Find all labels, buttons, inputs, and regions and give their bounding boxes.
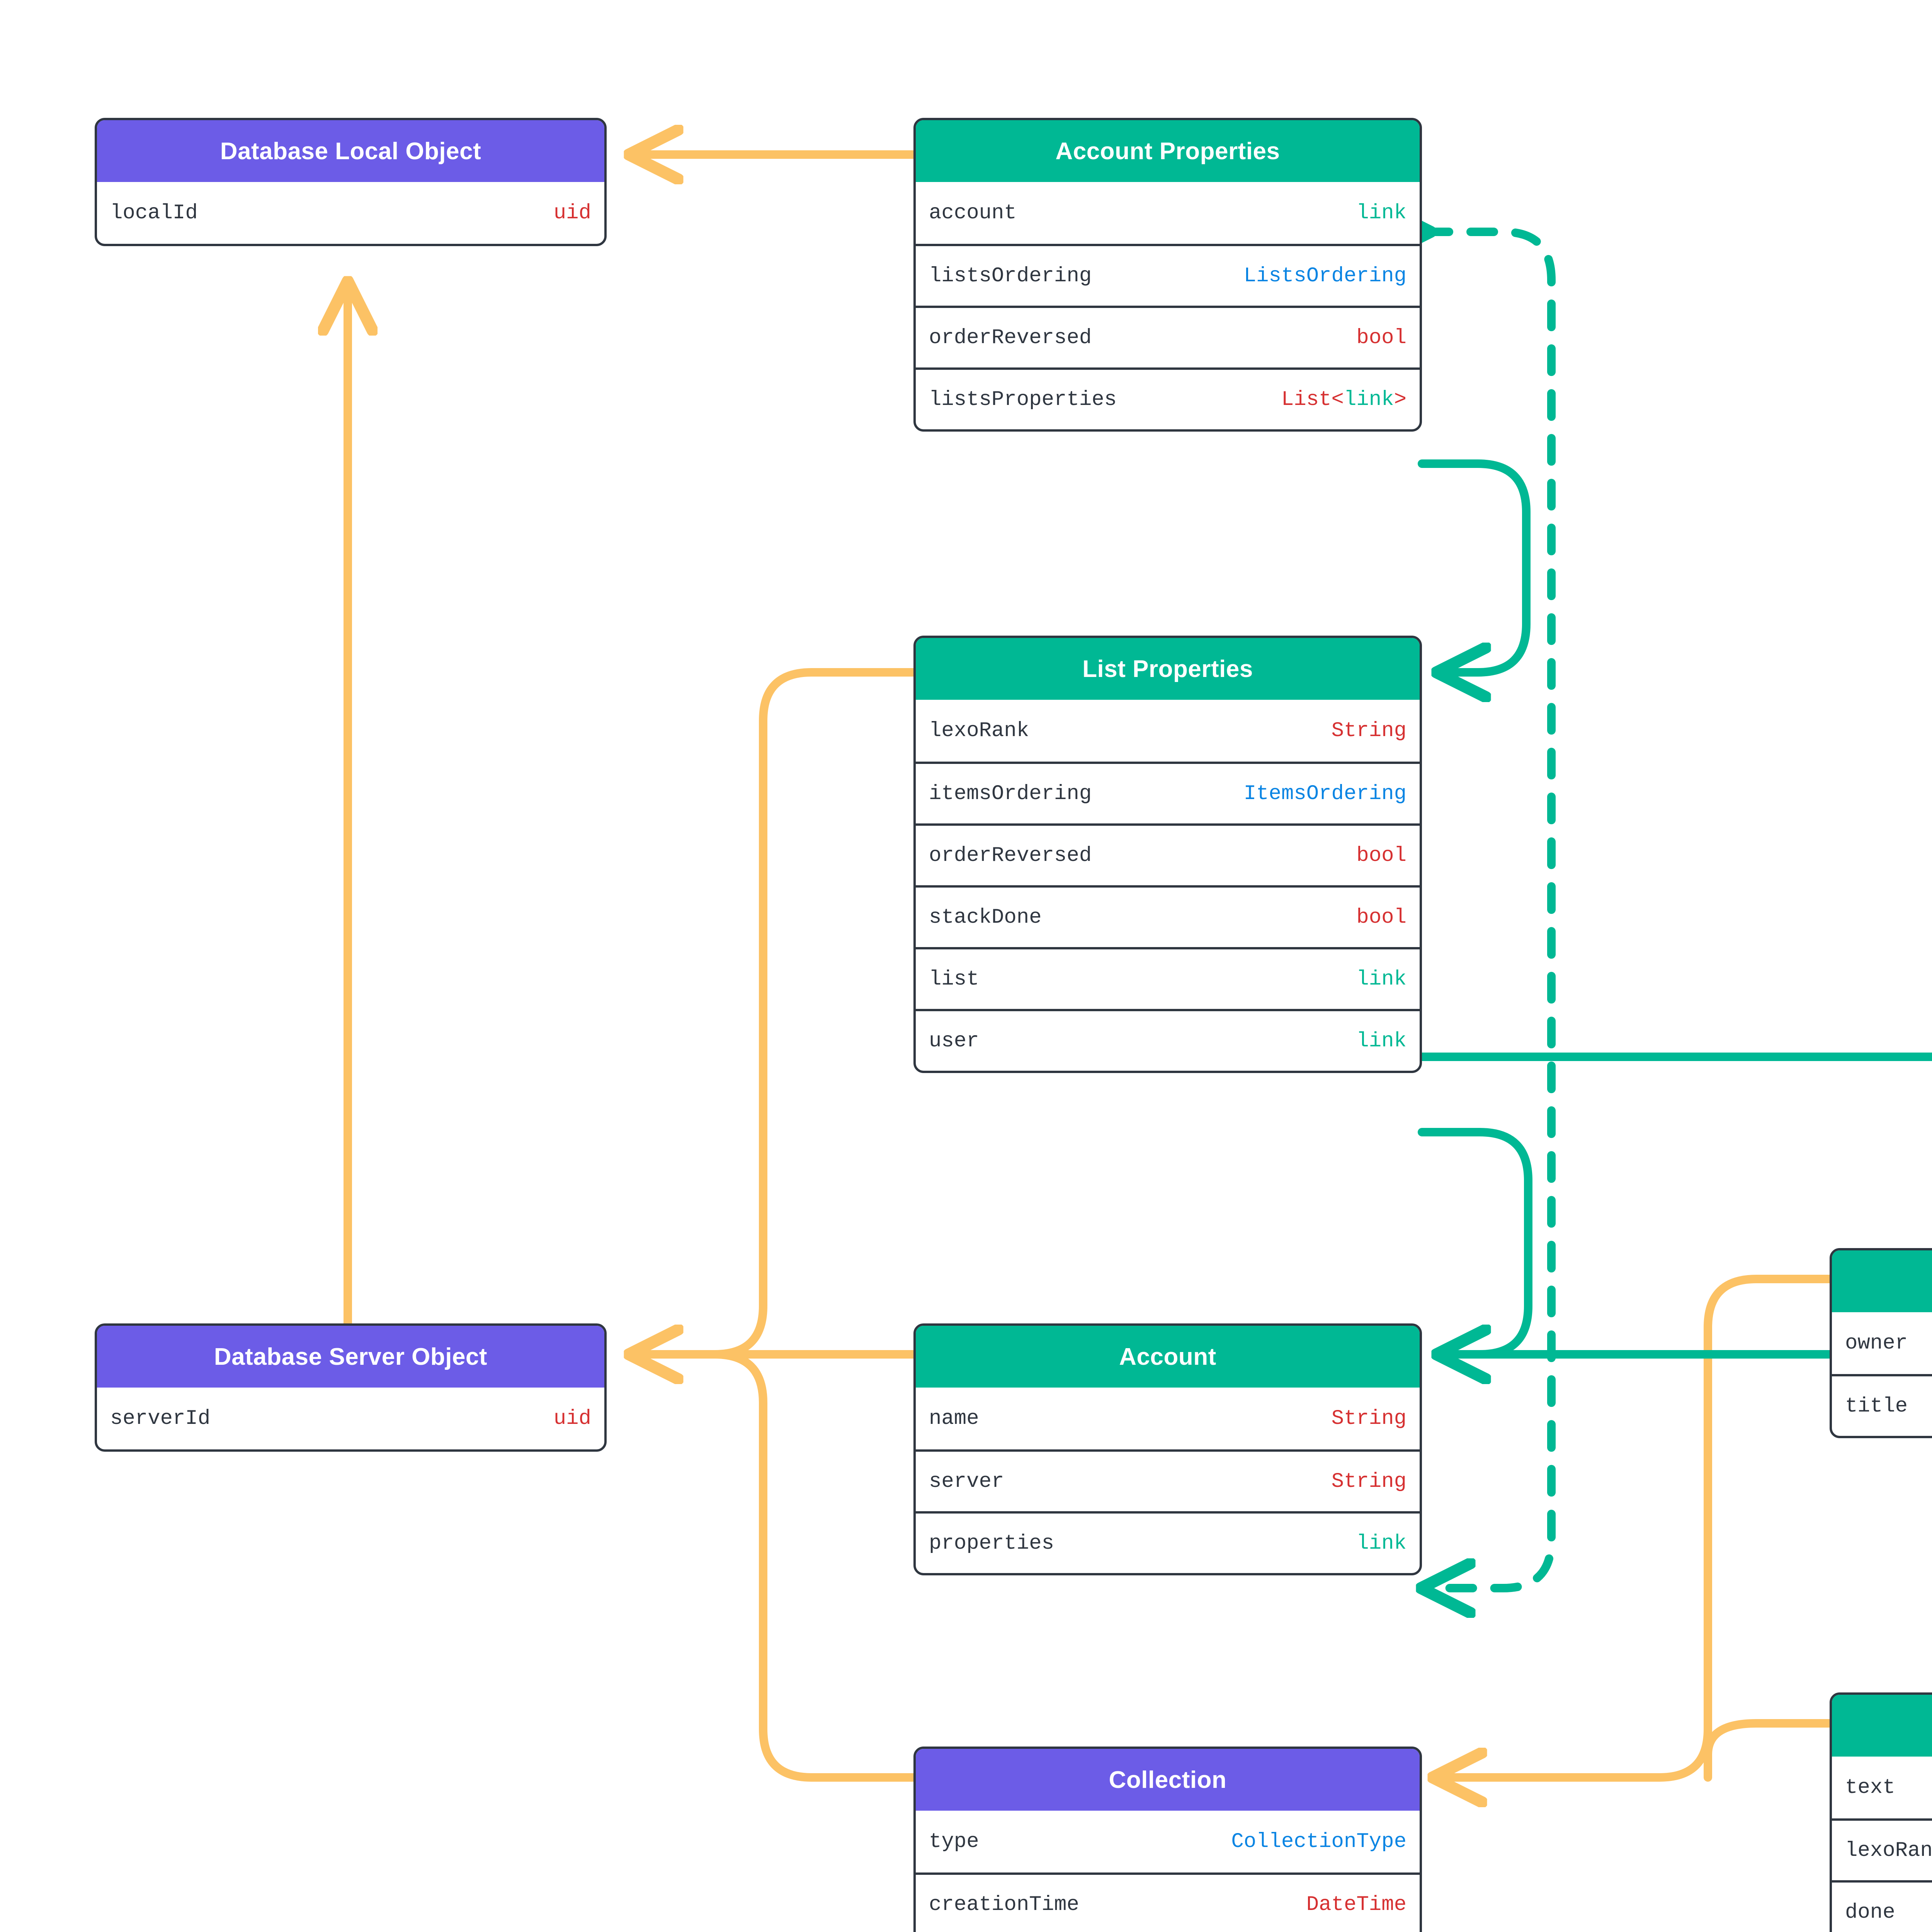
field-type: bool [1356,905,1406,929]
class-fields: lexoRank String itemsOrdering ItemsOrder… [916,700,1420,1071]
field-row: orderReversed bool [916,823,1420,885]
class-fields: localId uid [97,182,604,244]
field-name: lexoRank [1845,1838,1932,1862]
field-name: owner [1845,1331,1908,1355]
field-name: list [929,967,979,991]
field-row: properties link [916,1511,1420,1573]
field-name: account [929,201,1017,225]
field-type: link [1356,1029,1406,1053]
extends-list-properties-to-database-server-object [634,668,918,1354]
field-type: ListsOrdering [1243,264,1406,288]
class-box-database-server-object[interactable]: Database Server Object serverId uid [95,1323,607,1452]
generic-inner: link [1344,388,1394,412]
field-type: DateTime [1306,1893,1406,1917]
field-row: server String [916,1449,1420,1511]
field-row: owner link [1832,1312,1932,1374]
field-name: user [929,1029,979,1053]
class-fields: owner link title String [1832,1312,1932,1436]
field-row: list link [916,947,1420,1009]
field-name: orderReversed [929,326,1092,350]
class-title: Database Server Object [97,1326,604,1388]
class-title: Collection [916,1749,1420,1811]
field-type: String [1331,1406,1406,1430]
class-title: Database Local Object [97,120,604,182]
references-list-properties-user-to-account [1418,1128,1532,1354]
field-type: bool [1356,844,1406,867]
field-row: text String [1832,1757,1932,1818]
field-row: listsOrdering ListsOrdering [916,244,1420,306]
field-row: done bool [1832,1880,1932,1932]
field-type: String [1331,719,1406,743]
field-name: serverId [110,1406,211,1430]
generic-close: > [1394,388,1406,412]
class-title: Item [1832,1695,1932,1757]
class-box-account-properties[interactable]: Account Properties account link listsOrd… [913,118,1422,432]
field-row: type CollectionType [916,1811,1420,1872]
field-row: stackDone bool [916,885,1420,947]
field-row: orderReversed bool [916,306,1420,367]
class-fields: text String lexoRank String done bool do… [1832,1757,1932,1932]
field-type: bool [1356,326,1406,350]
field-row: listsProperties List<link> [916,367,1420,429]
field-row: itemsOrdering ItemsOrdering [916,762,1420,823]
field-row: lexoRank String [1832,1818,1932,1880]
class-box-database-local-object[interactable]: Database Local Object localId uid [95,118,607,246]
class-title: List [1832,1250,1932,1312]
field-name: listsProperties [929,388,1117,412]
field-type: link [1356,201,1406,225]
field-row: user link [916,1009,1420,1071]
field-type: link [1356,967,1406,991]
references-list-properties-list-to-list [1418,1053,1932,1061]
field-name: done [1845,1900,1895,1924]
class-fields: account link listsOrdering ListsOrdering… [916,182,1420,429]
field-row: title String [1832,1374,1932,1436]
field-row: creationTime DateTime [916,1872,1420,1932]
field-name: type [929,1830,979,1854]
field-name: stackDone [929,905,1042,929]
field-row: localId uid [97,182,604,244]
class-box-list[interactable]: List owner link title String [1830,1248,1932,1438]
field-type: List<link> [1281,388,1406,412]
field-row: serverId uid [97,1388,604,1449]
field-row: name String [916,1388,1420,1449]
field-name: listsOrdering [929,264,1092,288]
field-type: CollectionType [1231,1830,1406,1854]
field-type: uid [553,201,591,225]
class-box-item[interactable]: Item text String lexoRank String done bo… [1830,1692,1932,1932]
field-type: link [1356,1531,1406,1555]
field-name: localId [110,201,198,225]
field-type: ItemsOrdering [1243,782,1406,806]
class-fields: serverId uid [97,1388,604,1449]
field-type: String [1331,1469,1406,1493]
extends-collection-to-database-server-object [653,1350,918,1782]
extends-item-to-collection [1704,1719,1834,1782]
class-title: Account [916,1326,1420,1388]
field-row: lexoRank String [916,700,1420,762]
field-name: orderReversed [929,844,1092,867]
field-type: uid [553,1406,591,1430]
field-name: name [929,1406,979,1430]
class-box-account[interactable]: Account name String server String proper… [913,1323,1422,1575]
field-row: account link [916,182,1420,244]
field-name: text [1845,1776,1895,1799]
references-lists-properties-to-list-properties [1418,459,1531,672]
class-box-list-properties[interactable]: List Properties lexoRank String itemsOrd… [913,636,1422,1073]
extends-list-to-collection [1437,1275,1834,1777]
class-box-collection[interactable]: Collection type CollectionType creationT… [913,1747,1422,1932]
field-name: title [1845,1394,1908,1418]
field-name: creationTime [929,1893,1079,1917]
class-fields: name String server String properties lin… [916,1388,1420,1573]
field-name: properties [929,1531,1054,1555]
references-account-properties-link-dashed [1426,232,1556,1588]
class-title: List Properties [916,638,1420,700]
class-title: Account Properties [916,120,1420,182]
field-name: itemsOrdering [929,782,1092,806]
generic-outer: List< [1281,388,1344,412]
class-fields: type CollectionType creationTime DateTim… [916,1811,1420,1932]
field-name: server [929,1469,1004,1493]
field-name: lexoRank [929,719,1029,743]
